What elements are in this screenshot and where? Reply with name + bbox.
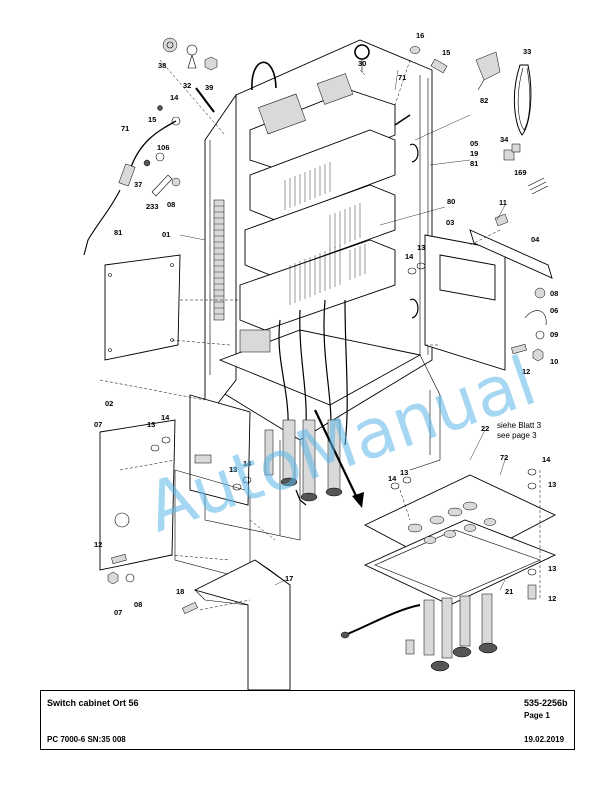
callout-13: 13: [548, 564, 556, 573]
callout-18: 18: [176, 587, 184, 596]
callout-81: 81: [470, 159, 478, 168]
document-number: 535-2256b: [524, 698, 568, 708]
callout-14: 14: [170, 93, 179, 102]
callout-13: 13: [229, 465, 237, 474]
callout-14: 14: [542, 455, 551, 464]
callout-13: 13: [400, 468, 408, 477]
callout-10: 10: [550, 357, 558, 366]
bracket: [182, 559, 291, 690]
callout-19: 19: [470, 149, 478, 158]
drawing-title: Switch cabinet Ort 56: [47, 698, 139, 708]
callout-106: 106: [157, 143, 170, 152]
exploded-parts-diagram: 38 32 39 14 15 71 106 37 233 08 81 30 71…: [83, 31, 558, 690]
note-line-1: siehe Blatt 3: [497, 421, 542, 430]
callout-labels: 38 32 39 14 15 71 106 37 233 08 81 30 71…: [94, 31, 558, 617]
callout-12: 12: [548, 594, 556, 603]
callout-33: 33: [523, 47, 531, 56]
callout-32: 32: [183, 81, 191, 90]
callout-11: 11: [499, 198, 507, 207]
callout-01: 01: [162, 230, 170, 239]
side-plate-right: [407, 229, 553, 371]
callout-08: 08: [167, 200, 175, 209]
callout-12: 12: [522, 367, 530, 376]
loose-parts-upper-right: [394, 46, 549, 227]
callout-22: 22: [481, 424, 489, 433]
callout-38: 38: [158, 61, 166, 70]
assembly-lines: [99, 59, 541, 611]
loose-parts-upper-left: [83, 37, 218, 256]
callout-14: 14: [243, 459, 252, 468]
callout-15: 15: [148, 115, 156, 124]
callout-21: 21: [505, 587, 513, 596]
callout-71: 71: [121, 124, 129, 133]
callout-07: 07: [94, 420, 102, 429]
callout-13: 13: [147, 420, 155, 429]
title-block: Switch cabinet Ort 56 PC 7000-6 SN:35 00…: [40, 690, 575, 750]
din-rail-assembly: [239, 73, 396, 446]
callout-30: 30: [358, 59, 366, 68]
leader-lines: [179, 69, 506, 591]
callout-08: 08: [134, 600, 142, 609]
callout-09: 09: [550, 330, 558, 339]
callout-08: 08: [550, 289, 558, 298]
callout-12: 12: [94, 540, 102, 549]
cable-glands-cabinet: [264, 419, 343, 506]
callout-17: 17: [285, 574, 293, 583]
callout-16: 16: [416, 31, 424, 40]
callout-80: 80: [447, 197, 455, 206]
machine-model: PC 7000-6 SN:35 008: [47, 735, 126, 744]
callout-82: 82: [480, 96, 488, 105]
callout-71: 71: [398, 73, 406, 82]
callout-13: 13: [417, 243, 425, 252]
callout-03: 03: [446, 218, 454, 227]
callout-15: 15: [442, 48, 450, 57]
callout-02: 02: [105, 399, 113, 408]
callout-06: 06: [550, 306, 558, 315]
callout-39: 39: [205, 83, 213, 92]
callout-05: 05: [470, 139, 478, 148]
callout-34: 34: [500, 135, 509, 144]
callout-14: 14: [161, 413, 170, 422]
callout-07: 07: [114, 608, 122, 617]
callout-169: 169: [514, 168, 527, 177]
revision-date: 19.02.2019: [524, 735, 565, 744]
callout-81: 81: [114, 228, 122, 237]
callout-233: 233: [146, 202, 159, 211]
note-line-2: see page 3: [497, 431, 537, 440]
callout-04: 04: [531, 235, 540, 244]
gland-plate-lower-left: [99, 394, 252, 585]
callout-13: 13: [548, 480, 556, 489]
callout-14: 14: [405, 252, 414, 261]
callout-37: 37: [134, 180, 142, 189]
callout-14: 14: [388, 474, 397, 483]
callout-72: 72: [500, 453, 508, 462]
gland-plates-lower-right: [314, 409, 557, 672]
side-plate-left: [104, 254, 181, 361]
page-number: Page 1: [524, 711, 550, 720]
